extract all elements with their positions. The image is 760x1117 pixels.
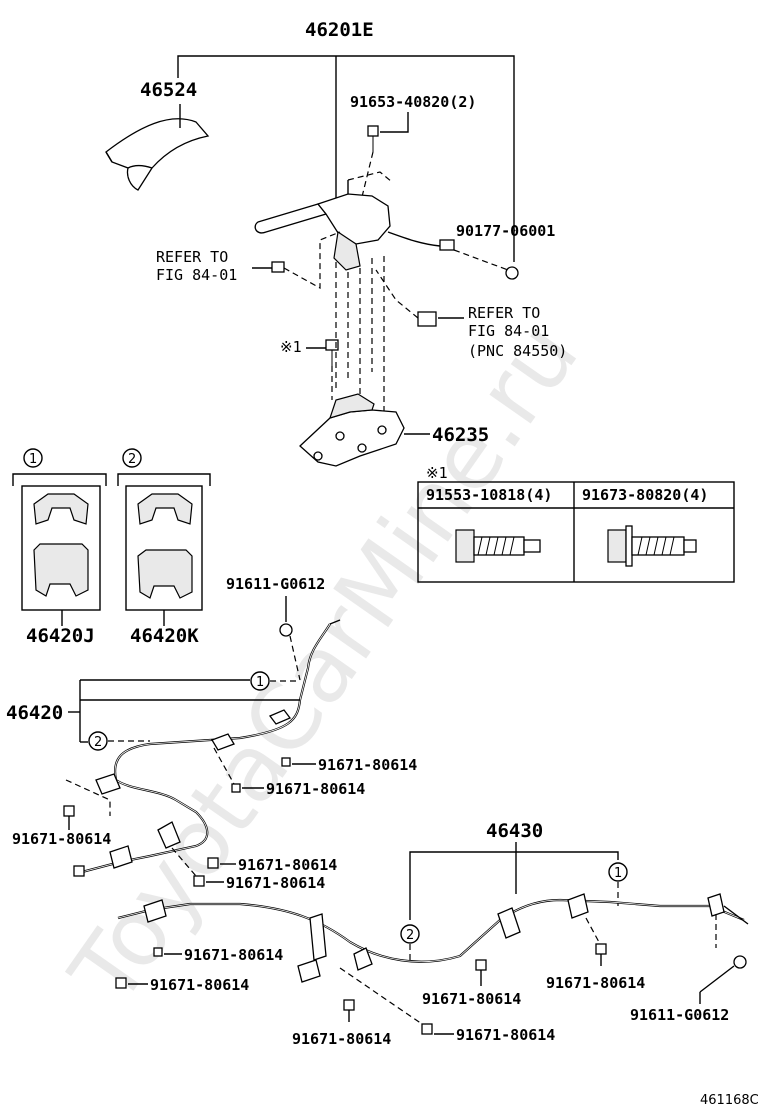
label-46201e[interactable]: 46201E (305, 19, 374, 41)
label-46524[interactable]: 46524 (140, 79, 197, 101)
figure-code: 461168C (700, 1093, 759, 1108)
label-46235[interactable]: 46235 (432, 424, 489, 446)
refer-right-line3: (PNC 84550) (468, 342, 567, 360)
part-46524-console-cover: 46524 (105, 79, 210, 191)
bolt-table-col2: 91673-80820(4) (582, 486, 708, 504)
clamp-box-1-num: 1 (29, 452, 37, 467)
label-46430[interactable]: 46430 (486, 820, 543, 842)
label-91671-f[interactable]: 91671-80614 (184, 946, 283, 964)
label-91671-j[interactable]: 91671-80614 (292, 1030, 391, 1048)
parking-brake-lever (254, 171, 519, 280)
label-91611-g0612-top[interactable]: 91611-G0612 (226, 575, 325, 593)
label-91671-h[interactable]: 91671-80614 (422, 990, 521, 1008)
assy-46420-bracket: 46420 1 2 (6, 671, 300, 751)
refer-left-line1: REFER TO (156, 248, 228, 266)
refer-left-line2: FIG 84-01 (156, 266, 237, 284)
refer-right-line2: FIG 84-01 (468, 322, 549, 340)
refer-right-line1: REFER TO (468, 304, 540, 322)
label-91671-i[interactable]: 91671-80614 (546, 974, 645, 992)
label-91611-g0612-bottom[interactable]: 91611-G0612 (630, 1006, 729, 1024)
part-91611-bottom: 91611-G0612 (630, 955, 747, 1024)
label-91671-k[interactable]: 91671-80614 (456, 1026, 555, 1044)
assy-46201e-bracket: 46201E (177, 19, 515, 262)
label-91671-g[interactable]: 91671-80614 (150, 976, 249, 994)
label-91653-40820[interactable]: 91653-40820(2) (350, 93, 476, 111)
label-90177-06001[interactable]: 90177-06001 (456, 222, 555, 240)
part-91611-top: 91611-G0612 (226, 575, 325, 681)
lever-guide-lines (331, 256, 385, 420)
cable-46430 (117, 893, 749, 1025)
clamp-box-2: 2 46420K (117, 448, 211, 647)
label-91671-b[interactable]: 91671-80614 (266, 780, 365, 798)
bolts-46430: 91671-80614 91671-80614 91671-80614 9167… (115, 943, 645, 1048)
bolt-91553-drawing (455, 529, 541, 563)
bolts-46420: 91671-80614 91671-80614 91671-80614 9167… (12, 756, 417, 892)
bolt-reference-table: ※1 91553-10818(4) 91673-80820(4) (417, 464, 735, 583)
clamp-box-2-num: 2 (128, 452, 136, 467)
label-91671-d[interactable]: 91671-80614 (238, 856, 337, 874)
label-46420j[interactable]: 46420J (26, 625, 95, 647)
refer-note-left: REFER TO FIG 84-01 (156, 231, 341, 290)
callout-circle-2b: 2 (406, 928, 414, 943)
label-91671-c[interactable]: 91671-80614 (12, 830, 111, 848)
ref-mark-1-bolt: ※1 (280, 338, 339, 366)
part-91653-screw: 91653-40820(2) (350, 93, 476, 206)
label-46420[interactable]: 46420 (6, 702, 63, 724)
callout-circle-1b: 1 (614, 866, 622, 881)
bolt-table-mark: ※1 (426, 464, 448, 482)
refer-note-right: REFER TO FIG 84-01 (PNC 84550) (375, 269, 567, 360)
clamp-box-1: 1 46420J (12, 448, 107, 647)
ref-mark-1: ※1 (280, 338, 302, 356)
label-46420k[interactable]: 46420K (130, 625, 199, 647)
part-46235-base-bracket: 46235 (299, 393, 489, 467)
label-91671-a[interactable]: 91671-80614 (318, 756, 417, 774)
label-91671-e[interactable]: 91671-80614 (226, 874, 325, 892)
bolt-table-col1: 91553-10818(4) (426, 486, 552, 504)
assy-46430-bracket: 46430 1 2 (400, 820, 628, 964)
bolt-91673-drawing (607, 525, 697, 567)
callout-circle-2a: 2 (94, 735, 102, 750)
cable-46420 (65, 619, 341, 877)
callout-circle-1a: 1 (256, 675, 264, 690)
